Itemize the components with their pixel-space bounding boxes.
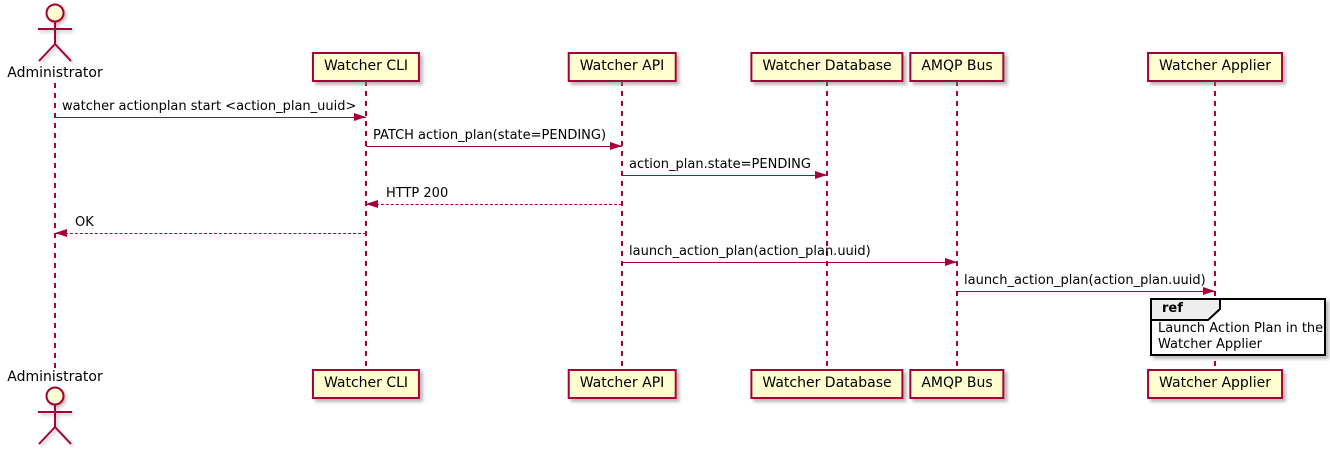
lifeline-api <box>621 81 623 369</box>
participant-applier-bottom: Watcher Applier <box>1147 369 1283 399</box>
ref-header: ref <box>1150 298 1222 321</box>
message-label: HTTP 200 <box>386 186 449 201</box>
ref-fragment: ref Launch Action Plan in the Watcher Ap… <box>1150 298 1326 356</box>
message-line <box>55 117 366 118</box>
ref-pentagon-icon <box>1150 298 1221 321</box>
arrowhead-right-icon <box>945 258 957 266</box>
lifeline-applier <box>1214 81 1216 369</box>
message-line <box>622 262 957 263</box>
message-line <box>55 233 366 234</box>
arrowhead-right-icon <box>815 171 827 179</box>
participant-cli-top: Watcher CLI <box>311 52 421 82</box>
message-label: watcher actionplan start <action_plan_uu… <box>62 99 357 114</box>
arrowhead-left-icon <box>366 200 378 208</box>
lifeline-cli <box>365 81 367 369</box>
message-label: launch_action_plan(action_plan.uuid) <box>629 244 871 259</box>
actor-icon <box>38 386 72 445</box>
arrowhead-right-icon <box>354 113 366 121</box>
message-label: action_plan.state=PENDING <box>629 157 811 172</box>
message-line <box>366 204 622 205</box>
participant-amqp-bottom: AMQP Bus <box>909 369 1005 399</box>
message-label: OK <box>75 215 94 230</box>
message-line <box>622 175 827 176</box>
actor-label-bottom: Administrator <box>7 369 103 385</box>
arrowhead-left-icon <box>55 229 67 237</box>
ref-keyword: ref <box>1162 301 1183 316</box>
participant-applier-top: Watcher Applier <box>1147 52 1283 82</box>
ref-text: Launch Action Plan in the Watcher Applie… <box>1158 321 1323 353</box>
arrowhead-right-icon <box>1203 287 1215 295</box>
actor-icon <box>38 3 72 62</box>
actor-label-top: Administrator <box>7 65 103 81</box>
message-line <box>957 291 1215 292</box>
message-line <box>366 146 622 147</box>
participant-amqp-top: AMQP Bus <box>909 52 1005 82</box>
participant-api-bottom: Watcher API <box>567 369 677 399</box>
ref-text-line: Watcher Applier <box>1158 337 1262 352</box>
participant-db-bottom: Watcher Database <box>750 369 904 399</box>
arrowhead-right-icon <box>610 142 622 150</box>
message-label: launch_action_plan(action_plan.uuid) <box>964 273 1206 288</box>
participant-db-top: Watcher Database <box>750 52 904 82</box>
participant-cli-bottom: Watcher CLI <box>311 369 421 399</box>
ref-text-line: Launch Action Plan in the <box>1158 321 1324 336</box>
lifeline-db <box>826 81 828 369</box>
lifeline-amqp <box>956 81 958 369</box>
message-label: PATCH action_plan(state=PENDING) <box>373 128 607 143</box>
lifeline-administrator <box>54 83 56 369</box>
participant-api-top: Watcher API <box>567 52 677 82</box>
